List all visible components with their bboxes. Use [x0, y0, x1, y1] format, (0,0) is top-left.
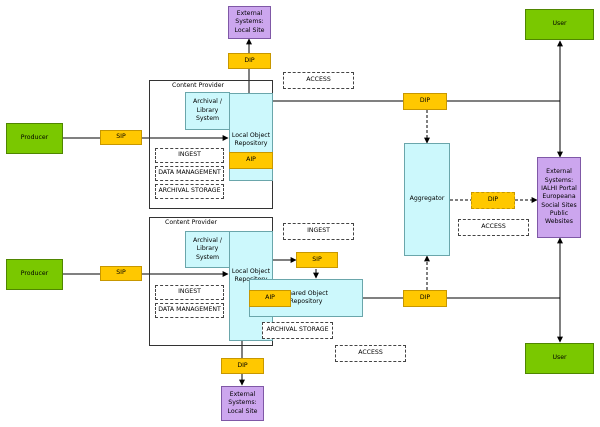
access-top: ACCESS: [283, 72, 354, 89]
data-management-bottom: DATA MANAGEMENT: [155, 303, 224, 318]
dip-bottom-aggregator: DIP: [403, 290, 447, 307]
aip-bottom: AIP: [249, 290, 291, 307]
dip-to-portals: DIP: [471, 192, 515, 209]
archival-storage-top: ARCHIVAL STORAGE: [155, 184, 224, 199]
content-provider-label-bottom: Content Provider: [165, 219, 218, 226]
data-management-top: DATA MANAGEMENT: [155, 166, 224, 181]
external-system-local-site-top: External Systems: Local Site: [228, 6, 271, 39]
aggregator: Aggregator: [404, 143, 450, 256]
dip-top-local: DIP: [228, 53, 271, 69]
aip-top: AIP: [229, 152, 273, 169]
user-top: User: [525, 9, 594, 40]
archival-library-system-bottom: Archival / Library System: [185, 231, 230, 268]
producer-top: Producer: [6, 123, 63, 154]
archival-storage-bottom: ARCHIVAL STORAGE: [262, 322, 333, 339]
user-bottom: User: [525, 343, 594, 374]
dip-top-aggregator: DIP: [403, 93, 447, 110]
sip-bottom: SIP: [100, 266, 142, 281]
access-bottom: ACCESS: [335, 345, 406, 362]
ingest-top: INGEST: [155, 148, 224, 163]
ingest-shared: INGEST: [283, 223, 354, 240]
ingest-bottom: INGEST: [155, 285, 224, 300]
sip-shared: SIP: [296, 252, 338, 268]
dip-bottom-local: DIP: [221, 358, 264, 374]
access-aggregator: ACCESS: [458, 219, 529, 236]
external-systems-portals: External Systems: IALHI Portal Europeana…: [537, 157, 581, 238]
content-provider-label-top: Content Provider: [172, 82, 225, 89]
local-object-repository-label-top: Local Object Repository: [231, 132, 271, 148]
sip-top: SIP: [100, 130, 142, 145]
archival-library-system-top: Archival / Library System: [185, 92, 230, 130]
producer-bottom: Producer: [6, 259, 63, 290]
external-system-local-site-bottom: External Systems: Local Site: [221, 386, 264, 421]
